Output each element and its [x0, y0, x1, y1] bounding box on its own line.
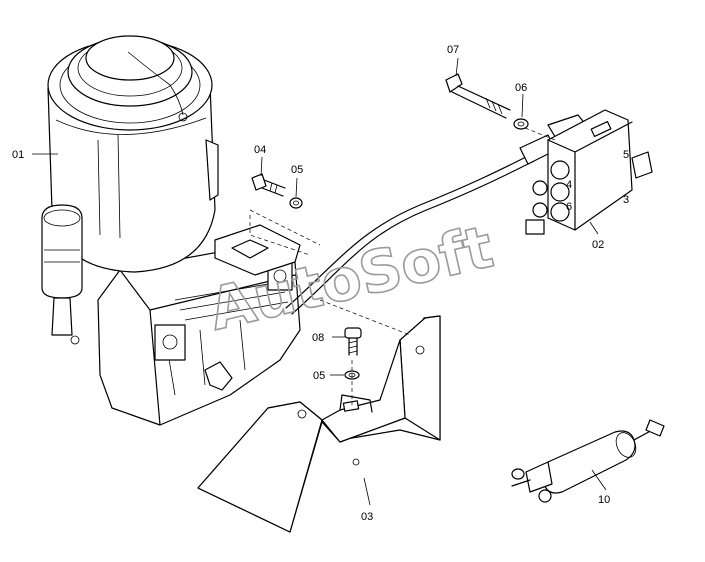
bolt-07[interactable] — [445, 73, 511, 119]
label-01: 01 — [12, 149, 24, 161]
lubrication-pump[interactable] — [41, 35, 301, 426]
washer-06[interactable] — [513, 118, 529, 130]
valve-port-5: 5 — [623, 149, 629, 161]
grease-hose[interactable] — [285, 154, 531, 309]
valve-port-3: 3 — [623, 194, 629, 206]
label-03: 03 — [361, 511, 373, 523]
valve-port-6: 6 — [566, 201, 572, 213]
label-07: 07 — [447, 44, 459, 56]
valve-port-4: 4 — [566, 179, 572, 191]
label-10: 10 — [598, 494, 610, 506]
label-08: 08 — [312, 332, 324, 344]
label-05-top: 05 — [291, 164, 303, 176]
mounting-bracket[interactable] — [197, 315, 441, 533]
label-06: 06 — [515, 82, 527, 94]
label-05-bottom: 05 — [313, 370, 325, 382]
grease-gun[interactable] — [511, 419, 665, 503]
label-02: 02 — [592, 239, 604, 251]
label-04: 04 — [254, 144, 266, 156]
distribution-valve-block[interactable]: 5 3 4 6 — [525, 109, 653, 235]
bolt-08[interactable] — [344, 327, 362, 356]
bolt-04[interactable] — [251, 173, 286, 197]
washer-05a[interactable] — [289, 197, 303, 209]
